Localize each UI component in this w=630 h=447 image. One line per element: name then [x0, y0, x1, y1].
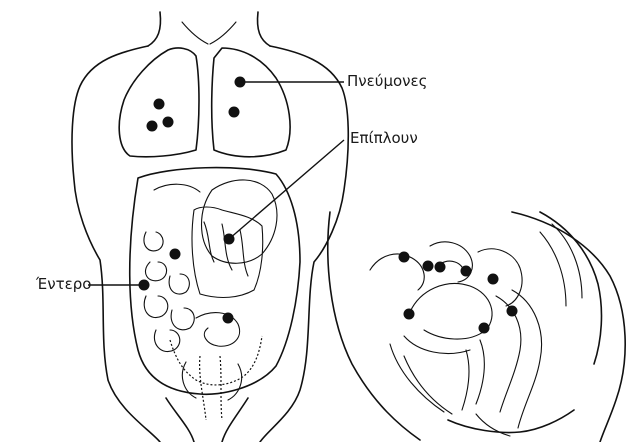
- metastasis-dot: [404, 309, 415, 320]
- lung-metastases: [147, 77, 246, 132]
- metastasis-dot: [163, 117, 174, 128]
- metastasis-dot: [399, 252, 410, 263]
- metastasis-dot: [423, 261, 434, 272]
- metastasis-dot: [461, 266, 472, 277]
- leader-line-omentum: [229, 140, 344, 239]
- label-omentum: Επίπλουν: [350, 131, 418, 146]
- intestine-loops: [144, 232, 194, 330]
- label-lungs: Πνεύμονες: [347, 74, 427, 89]
- metastasis-dot: [170, 249, 181, 260]
- metastasis-dot: [507, 306, 518, 317]
- abdominal-metastases: [139, 234, 235, 324]
- stomach: [202, 180, 277, 263]
- metastasis-dot: [223, 313, 234, 324]
- metastasis-dot: [479, 323, 490, 334]
- omentum: [192, 207, 263, 297]
- torso-outline-left: [72, 46, 160, 442]
- label-bowel: Έντερο: [36, 277, 91, 292]
- metastasis-dot: [488, 274, 499, 285]
- metastasis-dot: [154, 99, 165, 110]
- metastasis-dot: [229, 107, 240, 118]
- pelvic-bowel-loops: [370, 254, 424, 290]
- torso-outline-right: [260, 46, 348, 442]
- pelvic-section: [328, 212, 625, 442]
- colon-dotted: [170, 336, 262, 385]
- torso-figure: [72, 12, 348, 442]
- metastasis-dot: [147, 121, 158, 132]
- metastasis-dot: [435, 262, 446, 273]
- right-lung: [212, 48, 290, 157]
